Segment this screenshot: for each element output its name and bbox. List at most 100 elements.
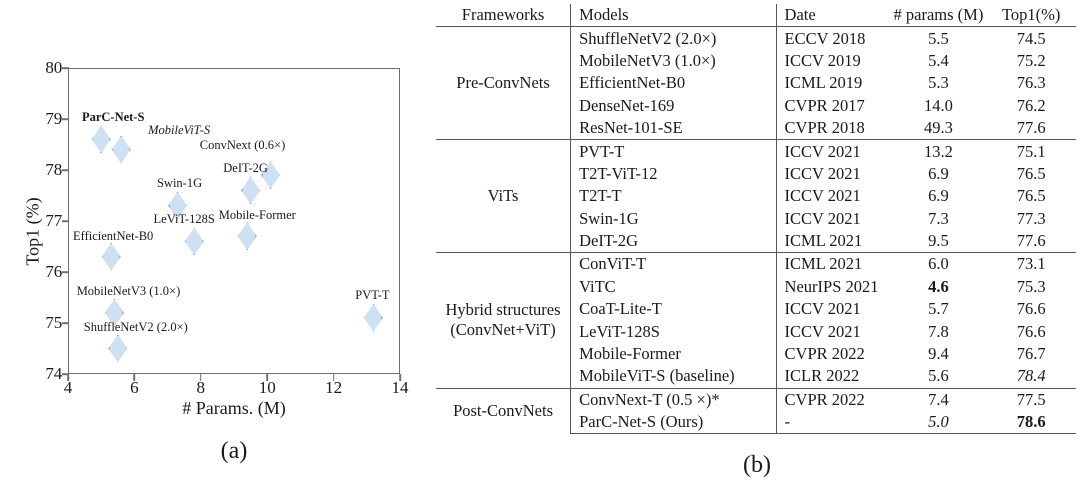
cell-date: CVPR 2022	[776, 387, 891, 412]
x-tick-label: 12	[325, 378, 343, 397]
cell-date: ICCV 2021	[784, 321, 861, 341]
cell-top1: 76.2	[1016, 95, 1046, 115]
cell-params: 9.4	[928, 344, 949, 364]
cell-model: Swin-1G	[570, 207, 777, 230]
framework-group-label: ViTs	[436, 139, 572, 253]
cell-params: 14.0	[923, 95, 953, 115]
data-point-label: LeViT-128S	[153, 212, 215, 227]
cell-model: DenseNet-169	[570, 94, 777, 117]
cell-top1: 77.3	[1016, 208, 1046, 228]
y-tick-mark	[62, 220, 69, 222]
data-point-label: EfficientNet-B0	[73, 228, 154, 243]
framework-group-label-line1: Hybrid structures	[445, 300, 561, 320]
cell-params: 9.5	[928, 231, 949, 251]
cell-date: ICCV 2021	[776, 139, 891, 163]
cell-date: CVPR 2018	[784, 118, 865, 138]
cell-date: ICML 2021	[784, 231, 863, 251]
data-point-marker	[363, 303, 383, 332]
framework-group-label-line2: (ConvNet+ViT)	[450, 320, 556, 340]
data-point-marker	[101, 242, 121, 271]
x-tick-mark	[266, 374, 268, 381]
y-tick-label: 76	[45, 262, 62, 281]
data-point-label: Swin-1G	[156, 175, 203, 190]
cell-top1: 76.6	[1016, 299, 1046, 319]
cell-model: T2T-ViT-12	[570, 162, 777, 186]
cell-model: ConvNext-T (0.5 ×)*	[570, 387, 777, 412]
cell-top1: 75.2	[1016, 50, 1046, 70]
cell-date: ICCV 2021	[784, 186, 861, 206]
x-tick-label: 10	[258, 378, 276, 397]
cell-date: ICML 2021	[776, 252, 891, 276]
cell-model: Mobile-Former	[570, 342, 777, 366]
cell-top1: 76.7	[1016, 344, 1046, 364]
data-point-marker	[168, 191, 188, 220]
cell-model: MobileNetV3 (1.0×)	[570, 49, 777, 73]
y-axis-title: Top1 (%)	[22, 197, 43, 266]
x-tick-mark	[67, 374, 69, 381]
y-tick-mark	[62, 373, 69, 375]
header-models: Models	[570, 4, 777, 27]
plot-area	[68, 68, 400, 374]
x-tick-mark	[133, 374, 136, 381]
cell-params: 13.2	[890, 139, 987, 163]
y-tick-label: 79	[45, 109, 62, 128]
figure-b-caption: (b)	[743, 452, 771, 478]
y-tick-mark	[62, 322, 69, 324]
cell-params: 7.3	[928, 208, 949, 228]
cell-date: -	[776, 411, 891, 435]
cell-params: 6.9	[928, 163, 949, 183]
cell-params: 5.3	[928, 73, 949, 93]
data-point-marker	[237, 222, 257, 251]
cell-model: PVT-T	[570, 139, 777, 163]
cell-top1: 75.3	[1016, 276, 1046, 296]
data-point-marker	[104, 298, 124, 327]
data-point-marker	[184, 227, 204, 256]
cell-params: 6.0	[890, 252, 987, 276]
table-row: MobileNetV3 (1.0×) ICCV 2019 5.4 75.2	[436, 49, 1076, 73]
y-tick-mark	[62, 271, 69, 273]
data-point-label: MobileViT-S	[148, 122, 211, 137]
cell-top1: 77.5	[986, 387, 1076, 412]
data-point-label: ShuffleNetV2 (2.0×)	[83, 319, 188, 334]
x-tick-label: 8	[196, 378, 206, 397]
x-axis-title: # Params. (M)	[182, 398, 286, 418]
cell-params: 5.5	[890, 26, 987, 50]
cell-model: ParC-Net-S (Ours)	[570, 411, 777, 435]
cell-top1: 76.3	[1016, 73, 1046, 93]
data-point-label: PVT-T	[355, 287, 390, 302]
cell-params: 5.0	[890, 411, 987, 435]
cell-date: ICCV 2019	[784, 50, 861, 70]
table-row: Mobile-Former CVPR 2022 9.4 76.7	[436, 342, 1076, 366]
cell-top1: 76.5	[1016, 163, 1046, 183]
results-table: Frameworks Models Date # params (M) Top1…	[436, 4, 1076, 435]
y-tick-mark	[62, 67, 69, 69]
framework-group-label: Hybrid structures(ConvNet+ViT)	[436, 252, 572, 389]
cell-model: LeViT-128S	[570, 320, 777, 343]
y-tick-label: 77	[45, 211, 62, 230]
cell-params: 5.4	[928, 50, 949, 70]
x-tick-label: 4	[63, 378, 73, 397]
cell-top1: 76.6	[1016, 321, 1046, 341]
data-point-label: Mobile-Former	[218, 208, 296, 223]
x-tick-mark	[332, 374, 335, 381]
cell-model: T2T-T	[570, 185, 777, 208]
cell-date: ECCV 2018	[776, 26, 891, 50]
x-tick-mark	[200, 374, 202, 381]
x-tick-mark	[399, 374, 401, 381]
cell-model: ViTC	[570, 275, 777, 299]
table-header-row: Frameworks Models Date # params (M) Top1…	[436, 4, 1076, 27]
cell-params: 7.8	[928, 321, 949, 341]
cell-date: CVPR 2022	[784, 344, 865, 364]
x-tick-label: 14	[391, 378, 409, 397]
